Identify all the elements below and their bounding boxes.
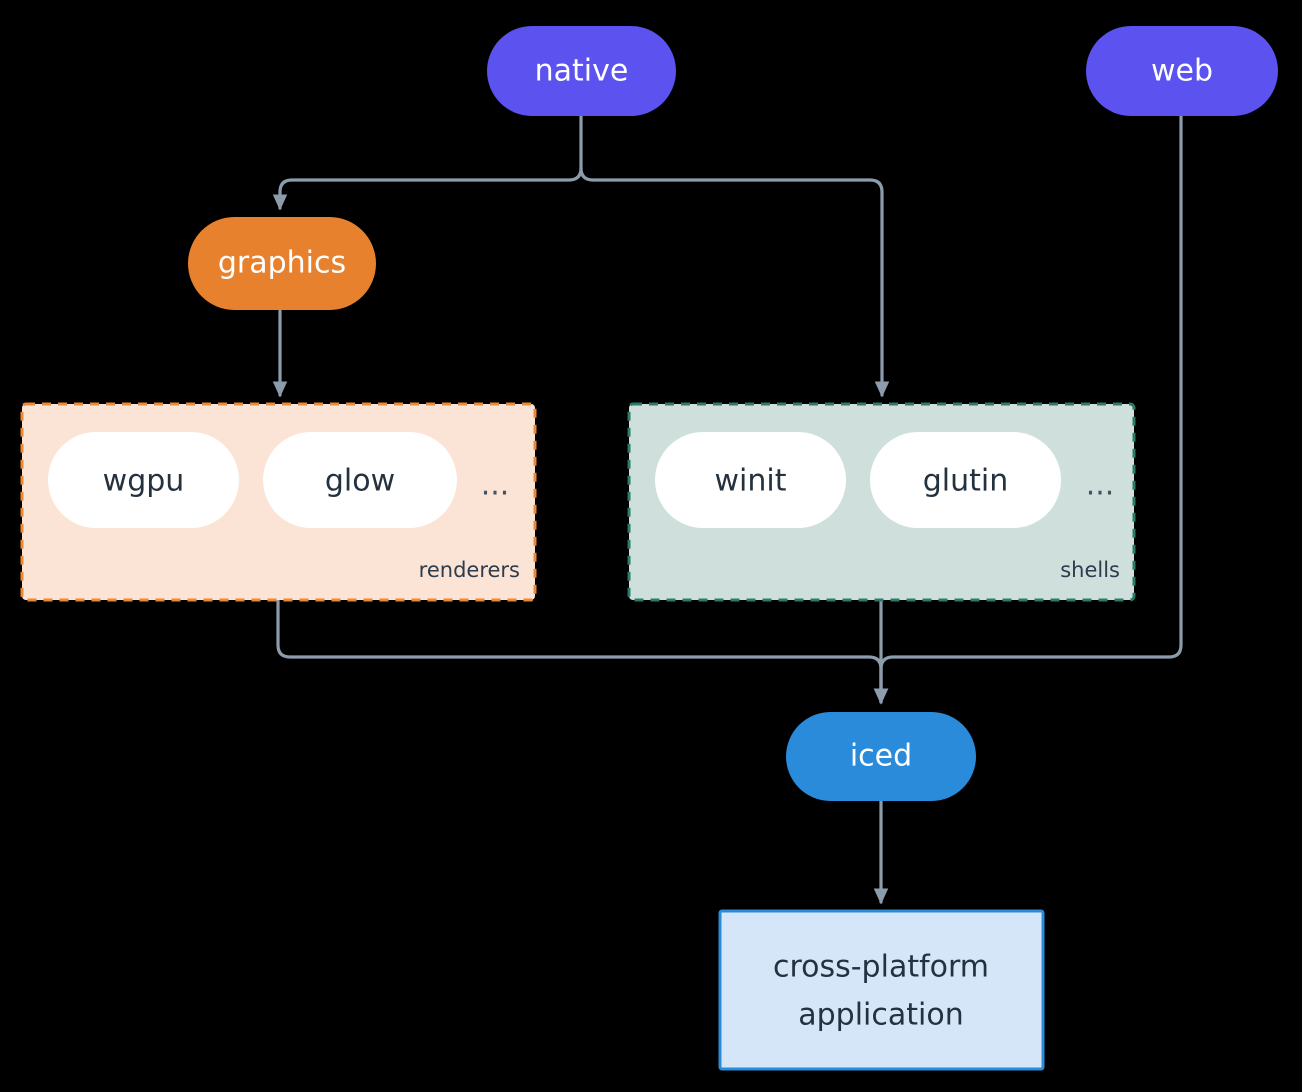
node-wgpu[interactable]: [48, 432, 239, 528]
node-iced-shape: [786, 712, 976, 801]
node-native-label: native: [535, 54, 629, 89]
edge-web-to-iced: [873, 113, 1183, 705]
edge-layer: [272, 113, 1183, 905]
edge-native-to-shells: [579, 166, 890, 398]
node-glutin-label: glutin: [923, 464, 1009, 499]
renderers-caption: renderers: [419, 558, 520, 582]
node-application[interactable]: cross-platform application: [718, 909, 1045, 1071]
node-native-shape: [487, 26, 676, 116]
node-glow[interactable]: [263, 432, 457, 528]
node-iced-label: iced: [850, 739, 912, 774]
node-web-shape: [1086, 26, 1278, 116]
shells-caption: shells: [1060, 558, 1120, 582]
edge-renderers-to-iced: [276, 598, 889, 705]
node-web[interactable]: web: [1086, 26, 1278, 116]
node-web-label: web: [1151, 54, 1213, 89]
node-glow-label: glow: [325, 464, 395, 499]
group-shells[interactable]: winit glutin ... shells: [627, 402, 1136, 602]
node-winit-label: winit: [715, 464, 787, 499]
node-graphics[interactable]: graphics: [188, 217, 376, 310]
edge-native-to-graphics: [272, 113, 583, 211]
node-iced[interactable]: iced: [786, 712, 976, 801]
shells-ellipsis: ...: [1086, 468, 1115, 503]
node-graphics-shape: [188, 217, 376, 310]
node-application-label-line1: cross-platform: [773, 950, 989, 985]
node-application-shape: [718, 909, 1045, 1071]
node-graphics-label: graphics: [218, 246, 346, 281]
node-glutin[interactable]: [870, 432, 1061, 528]
node-winit[interactable]: [655, 432, 846, 528]
node-wgpu-label: wgpu: [103, 464, 185, 499]
node-native[interactable]: native: [487, 26, 676, 116]
group-renderers[interactable]: wgpu glow ... renderers: [20, 402, 537, 602]
renderers-ellipsis: ...: [481, 468, 510, 503]
node-application-label-line2: application: [798, 998, 963, 1033]
